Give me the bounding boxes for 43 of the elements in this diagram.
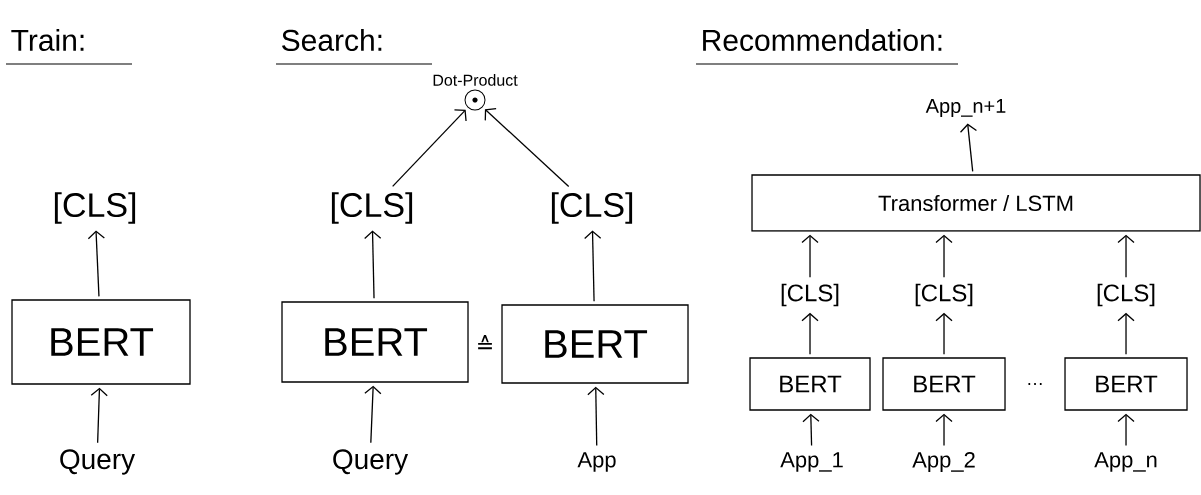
model-box: BERT — [749, 357, 871, 411]
token-label: [CLS] — [54, 192, 136, 224]
input-label: App_n+1 — [925, 99, 1006, 117]
arrow — [87, 230, 105, 297]
token-label: [CLS] — [551, 192, 633, 224]
arrow — [935, 234, 953, 278]
model-box: BERT — [882, 357, 1006, 411]
arrow — [584, 230, 602, 302]
section-heading: Search: — [275, 29, 433, 65]
arrow — [1117, 312, 1135, 355]
arrow — [1117, 234, 1135, 278]
input-label: Query — [333, 449, 409, 475]
section-heading: Recommendation: — [695, 29, 959, 65]
input-label: App_n — [1094, 452, 1157, 472]
model-box: BERT — [11, 299, 191, 385]
arrow — [802, 413, 820, 447]
arrow — [801, 312, 819, 355]
arrow — [801, 234, 819, 278]
model-box: BERT — [501, 304, 689, 384]
token-label: [CLS] — [915, 283, 973, 307]
model-box: BERT — [1064, 357, 1188, 411]
section-heading: Train: — [5, 29, 133, 65]
input-label: App — [577, 452, 616, 472]
arrow — [935, 413, 953, 447]
arrow — [392, 109, 467, 187]
arrow — [959, 123, 978, 172]
ellipsis: … — [1028, 383, 1042, 385]
input-label: App_1 — [780, 452, 843, 472]
token-label: [CLS] — [1097, 283, 1155, 307]
input-label: App_2 — [912, 452, 975, 472]
equivalence-sign: ≙ — [478, 335, 492, 350]
arrow — [587, 386, 605, 447]
sequence-model-box: Transformer / LSTM — [751, 174, 1201, 232]
arrow — [364, 385, 382, 444]
arrow — [935, 312, 953, 355]
arrow — [484, 107, 570, 188]
token-label: [CLS] — [781, 283, 839, 307]
arrow — [1117, 413, 1135, 447]
token-label: [CLS] — [331, 192, 413, 224]
input-label: Query — [60, 449, 136, 475]
model-box: BERT — [281, 301, 469, 383]
arrow — [364, 230, 382, 299]
arrow — [90, 387, 108, 444]
